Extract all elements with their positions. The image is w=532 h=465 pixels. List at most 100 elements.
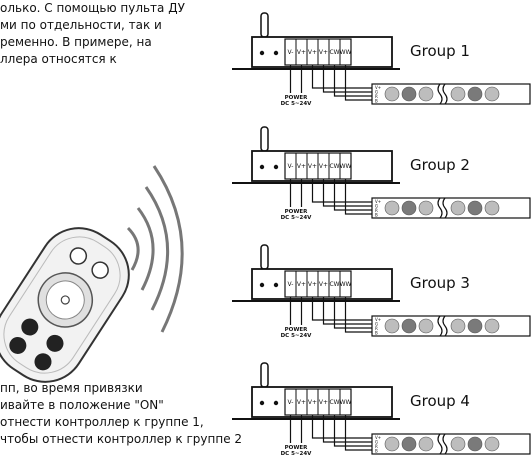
led-icon	[401, 436, 417, 452]
terminal-label: V-	[288, 49, 294, 56]
led-icon	[418, 436, 434, 452]
output-wire	[311, 65, 372, 89]
screw-dot	[273, 282, 279, 288]
power-voltage-label: DC 5~24V	[281, 451, 313, 457]
strip-pin-label: R	[375, 94, 378, 99]
paragraph-bottom-line: отнести контроллер к группе 1,	[0, 415, 204, 429]
led-icon	[450, 436, 466, 452]
terminal-label: CW	[329, 399, 339, 406]
paragraph-top-line: олько. С помощью пульта ДУ	[0, 1, 185, 15]
power-label: POWER	[285, 209, 309, 215]
terminal-label: WW	[340, 281, 352, 288]
strip-pin-label: B	[375, 331, 378, 336]
group-label: Group 1	[410, 42, 470, 60]
terminal-label: V+	[308, 163, 317, 170]
output-wire	[322, 65, 372, 93]
strip-pin-label: B	[375, 213, 378, 218]
screw-dot	[259, 164, 265, 170]
strip-pin-label: G	[375, 440, 378, 445]
signal-waves-icon	[126, 165, 184, 333]
output-wire	[322, 297, 372, 325]
terminal-label: WW	[340, 163, 352, 170]
strip-break-mark	[437, 315, 443, 337]
output-wire	[333, 65, 372, 97]
strip-pin-label: G	[375, 90, 378, 95]
power-label: POWER	[285, 445, 309, 451]
output-wire	[333, 179, 372, 211]
remote-group-button-1	[21, 318, 39, 336]
group-label: Group 4	[410, 392, 470, 410]
screw-dot	[273, 164, 279, 170]
paragraph-bottom-line: ивайте в положение "ON"	[0, 398, 164, 412]
sun-icon	[60, 295, 70, 305]
remote-power-button	[69, 247, 88, 265]
led-icon	[418, 318, 434, 334]
led-icon	[484, 318, 500, 334]
led-icon	[384, 86, 400, 102]
led-icon	[484, 200, 500, 216]
strip-pin-label: R	[375, 444, 378, 449]
terminal-label: WW	[340, 399, 352, 406]
led-icon	[418, 200, 434, 216]
terminal-label: V+	[297, 163, 306, 170]
output-wire	[333, 415, 372, 447]
strip-pin-label: V+	[375, 199, 381, 204]
led-icon	[384, 200, 400, 216]
remote-group-button-2	[46, 334, 64, 352]
terminal-label: V+	[319, 49, 328, 56]
strip-pin-label: B	[375, 99, 378, 104]
led-icon	[450, 200, 466, 216]
paragraph-top-line: ллера относятся к	[0, 52, 117, 66]
screw-dot	[259, 282, 265, 288]
terminal-label: V+	[319, 163, 328, 170]
strip-pin-label: V+	[375, 85, 381, 90]
strip-break-mark	[437, 433, 443, 455]
terminal-label: WW	[340, 49, 352, 56]
terminal-label: V+	[308, 281, 317, 288]
terminal-label: V+	[319, 399, 328, 406]
paragraph-bottom: пп, во время привязки ивайте в положение…	[0, 380, 242, 448]
paragraph-top-line: ременно. В примере, на	[0, 35, 152, 49]
strip-break-mark	[442, 433, 448, 455]
led-icon	[484, 86, 500, 102]
remote-control	[0, 227, 130, 383]
power-voltage-label: DC 5~24V	[281, 215, 313, 221]
terminal-label: CW	[329, 163, 339, 170]
paragraph-top: олько. С помощью пульта ДУ ми по отдельн…	[0, 0, 185, 68]
output-wire	[344, 297, 372, 333]
terminal-label: CW	[329, 49, 339, 56]
strip-break-mark	[442, 197, 448, 219]
remote-group-button-3	[9, 336, 27, 354]
led-icon	[467, 86, 483, 102]
antenna	[260, 244, 269, 270]
output-wire	[333, 297, 372, 329]
terminal-label: V+	[297, 399, 306, 406]
terminal-label: V+	[319, 281, 328, 288]
led-icon	[384, 436, 400, 452]
led-icon	[484, 436, 500, 452]
power-label: POWER	[285, 327, 309, 333]
led-icon	[384, 318, 400, 334]
terminal-label: V+	[308, 399, 317, 406]
terminal-label: V+	[308, 49, 317, 56]
output-wire	[322, 415, 372, 443]
led-icon	[401, 200, 417, 216]
antenna	[260, 362, 269, 388]
strip-break-mark	[437, 83, 443, 105]
led-icon	[467, 436, 483, 452]
antenna	[260, 12, 269, 38]
output-wire	[311, 415, 372, 439]
strip-pin-label: V+	[375, 317, 381, 322]
terminal-label: V-	[288, 399, 294, 406]
strip-break-mark	[437, 197, 443, 219]
output-wire	[322, 179, 372, 207]
paragraph-bottom-line: чтобы отнести контроллер к группе 2	[0, 432, 243, 446]
strip-pin-label: R	[375, 208, 378, 213]
led-icon	[401, 86, 417, 102]
power-voltage-label: DC 5~24V	[281, 333, 313, 339]
power-voltage-label: DC 5~24V	[281, 101, 313, 107]
